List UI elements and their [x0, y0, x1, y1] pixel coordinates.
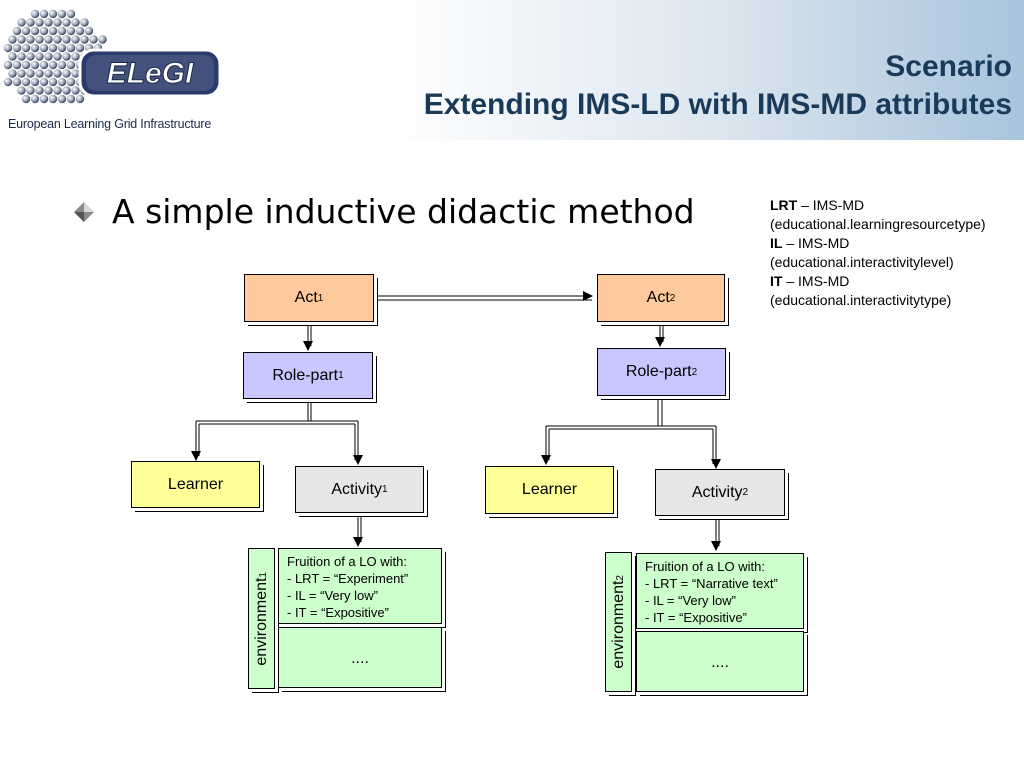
- learner-2-box: Learner: [485, 466, 614, 514]
- legend-detail-il: (educational.interactivitylevel): [770, 254, 954, 270]
- learner-1-box: Learner: [131, 461, 260, 508]
- legend-detail-lrt: (educational.learningresourcetype): [770, 216, 986, 232]
- lo-1-description: Fruition of a LO with: - LRT = “Experime…: [278, 548, 442, 624]
- hexagon-grid-logo-icon: ELeGI: [3, 9, 222, 104]
- bullet-text: A simple inductive didactic method: [112, 192, 695, 231]
- environment-2-box: environment2: [605, 552, 632, 692]
- slide-title-line2: Extending IMS-LD with IMS-MD attributes: [423, 88, 1012, 121]
- logo-caption: European Learning Grid Infrastructure: [8, 117, 212, 131]
- lo-2-description: Fruition of a LO with: - LRT = “Narrativ…: [636, 553, 804, 629]
- lo-2-more: ....: [636, 631, 804, 692]
- legend-detail-it: (educational.interactivitytype): [770, 292, 952, 308]
- lo-1-more: ....: [278, 627, 442, 688]
- legend-item-lrt: LRT – IMS-MD: [770, 197, 865, 213]
- legend-item-it: IT – IMS-MD: [770, 273, 850, 289]
- attribute-legend: LRT – IMS-MD (educational.learningresour…: [770, 196, 986, 310]
- legend-item-il: IL – IMS-MD: [770, 235, 850, 251]
- slide-title-line1: Scenario: [885, 50, 1012, 83]
- environment-1-box: environment1: [248, 548, 275, 689]
- diamond-bullet-icon: [74, 202, 94, 222]
- logo-wordmark: ELeGI: [107, 57, 194, 90]
- elegi-logo: ELeGI: [0, 8, 230, 138]
